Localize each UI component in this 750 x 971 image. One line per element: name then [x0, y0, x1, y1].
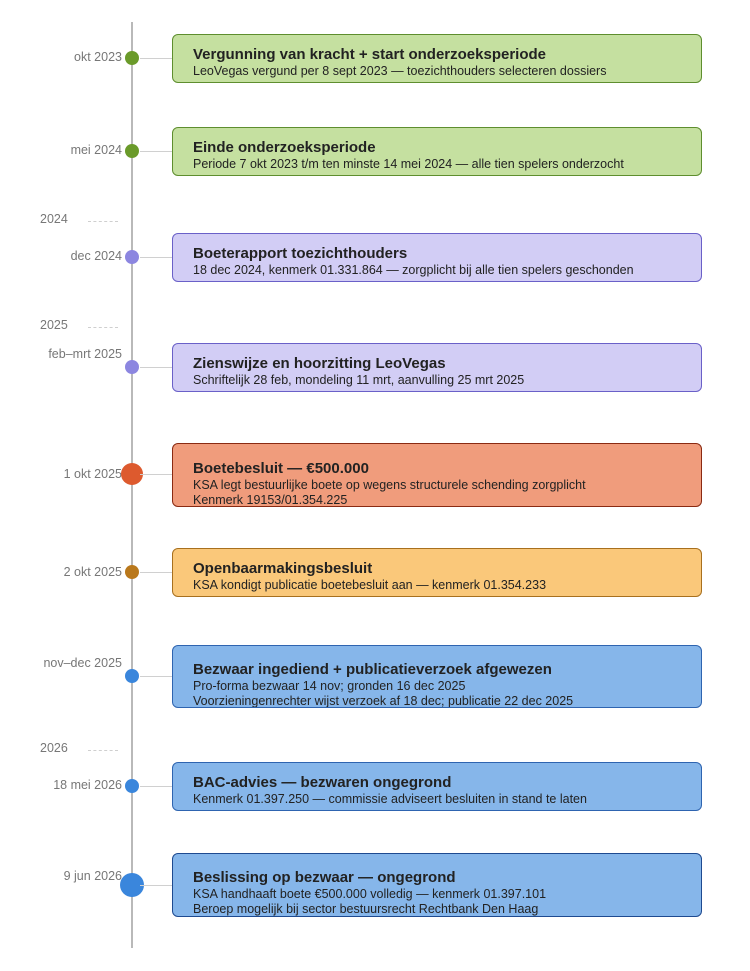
- event-title: Boeterapport toezichthouders: [193, 245, 408, 262]
- event-title: Vergunning van kracht + start onderzoeks…: [193, 46, 547, 63]
- event-card: Boeterapport toezichthouders 18 dec 2024…: [172, 233, 702, 282]
- event-connector: [140, 151, 172, 152]
- event-date: 18 mei 2026: [53, 778, 122, 792]
- event-connector: [140, 786, 172, 787]
- event-card: Openbaarmakingsbesluit KSA kondigt publi…: [172, 548, 702, 597]
- year-label: 2025: [40, 318, 68, 332]
- event-date: nov–dec 2025: [43, 656, 122, 670]
- event-date: dec 2024: [70, 249, 122, 263]
- event-description: Voorzieningenrechter wijst verzoek af 18…: [193, 694, 574, 708]
- event-title: Zienswijze en hoorzitting LeoVegas: [193, 355, 446, 372]
- event-title: Bezwaar ingediend + publicatieverzoek af…: [193, 661, 552, 678]
- year-divider: [88, 327, 118, 328]
- event-card: Boetebesluit — €500.000 KSA legt bestuur…: [172, 443, 702, 507]
- year-label: 2026: [40, 741, 68, 755]
- event-title: Beslissing op bezwaar — ongegrond: [193, 869, 456, 886]
- event-description: LeoVegas vergund per 8 sept 2023 — toezi…: [193, 64, 607, 78]
- event-date: 9 jun 2026: [63, 869, 122, 883]
- event-connector: [140, 676, 172, 677]
- event-title: Einde onderzoeksperiode: [193, 139, 376, 156]
- event-connector: [140, 474, 172, 475]
- event-date: mei 2024: [70, 143, 122, 157]
- event-description: KSA kondigt publicatie boetebesluit aan …: [193, 578, 547, 592]
- event-date: okt 2023: [74, 50, 122, 64]
- event-marker-dot: [125, 51, 139, 65]
- event-title: BAC-advies — bezwaren ongegrond: [193, 774, 452, 791]
- event-card: Vergunning van kracht + start onderzoeks…: [172, 34, 702, 83]
- event-connector: [140, 257, 172, 258]
- event-description: 18 dec 2024, kenmerk 01.331.864 — zorgpl…: [193, 263, 634, 277]
- event-connector: [140, 367, 172, 368]
- event-marker-dot: [125, 144, 139, 158]
- event-date: 2 okt 2025: [63, 565, 122, 579]
- event-description: Kenmerk 19153/01.354.225: [193, 493, 348, 507]
- event-date: feb–mrt 2025: [48, 347, 122, 361]
- event-connector: [140, 885, 172, 886]
- event-connector: [140, 58, 172, 59]
- event-title: Openbaarmakingsbesluit: [193, 560, 373, 577]
- event-card: Einde onderzoeksperiode Periode 7 okt 20…: [172, 127, 702, 176]
- event-title: Boetebesluit — €500.000: [193, 460, 369, 477]
- event-marker-dot: [125, 360, 139, 374]
- event-card: Bezwaar ingediend + publicatieverzoek af…: [172, 645, 702, 708]
- event-description: KSA handhaaft boete €500.000 volledig — …: [193, 887, 547, 901]
- event-card: Beslissing op bezwaar — ongegrond KSA ha…: [172, 853, 702, 917]
- event-card: Zienswijze en hoorzitting LeoVegas Schri…: [172, 343, 702, 392]
- year-divider: [88, 221, 118, 222]
- event-description: Pro-forma bezwaar 14 nov; gronden 16 dec…: [193, 679, 466, 693]
- event-date: 1 okt 2025: [63, 467, 122, 481]
- event-marker-dot: [125, 669, 139, 683]
- year-divider: [88, 750, 118, 751]
- event-description: Kenmerk 01.397.250 — commissie adviseert…: [193, 792, 587, 806]
- event-marker-dot: [121, 463, 143, 485]
- event-marker-dot: [125, 565, 139, 579]
- event-marker-dot: [125, 250, 139, 264]
- timeline-axis: [131, 22, 133, 948]
- event-card: BAC-advies — bezwaren ongegrond Kenmerk …: [172, 762, 702, 811]
- event-description: KSA legt bestuurlijke boete op wegens st…: [193, 478, 586, 492]
- event-connector: [140, 572, 172, 573]
- year-label: 2024: [40, 212, 68, 226]
- event-description: Beroep mogelijk bij sector bestuursrecht…: [193, 902, 539, 916]
- event-description: Periode 7 okt 2023 t/m ten minste 14 mei…: [193, 157, 624, 171]
- event-description: Schriftelijk 28 feb, mondeling 11 mrt, a…: [193, 373, 525, 387]
- event-marker-dot: [125, 779, 139, 793]
